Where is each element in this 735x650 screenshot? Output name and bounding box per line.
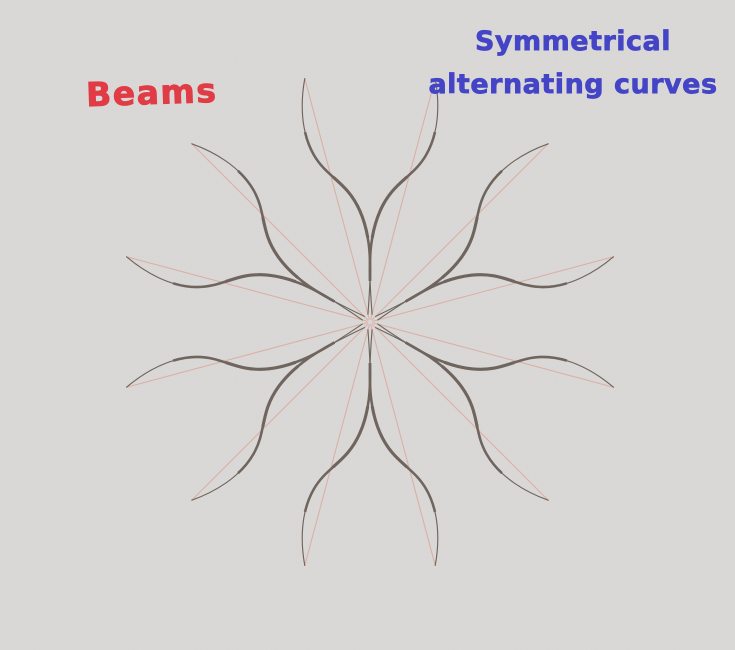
beams-label: Beams — [85, 70, 219, 115]
curves-label: Symmetrical alternating curves — [408, 20, 735, 106]
curves-label-line1: Symmetrical — [474, 26, 672, 58]
curves-label-line2: alternating curves — [428, 69, 718, 101]
